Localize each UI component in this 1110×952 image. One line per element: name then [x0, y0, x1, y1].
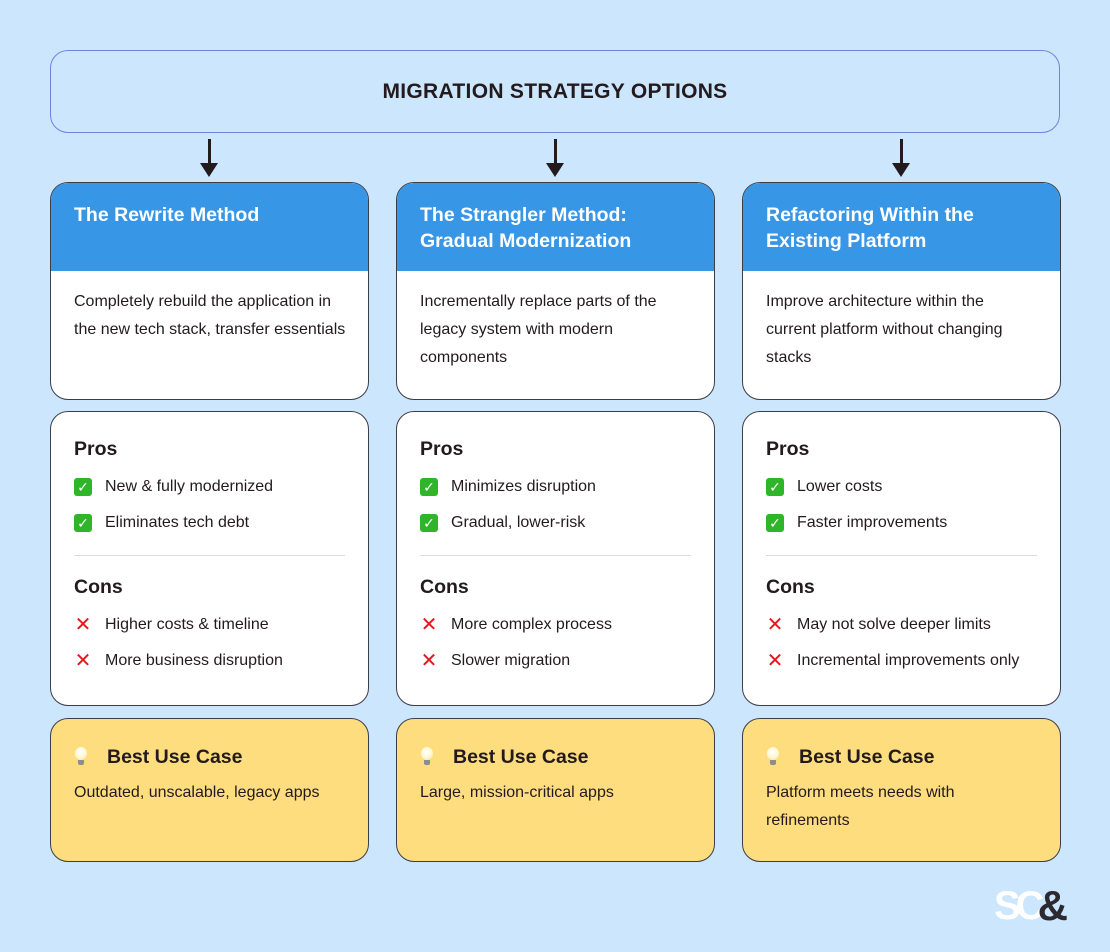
cross-mark-icon: ✕	[74, 650, 92, 672]
pros-heading: Pros	[74, 438, 118, 460]
check-mark-icon: ✓	[766, 514, 784, 532]
con-item: ✕ More business disruption	[74, 643, 345, 679]
best-use-case-text: Outdated, unscalable, legacy apps	[74, 784, 320, 801]
method-header: The Rewrite Method	[51, 183, 368, 271]
divider	[766, 555, 1037, 556]
method-card: Refactoring Within the Existing Platform…	[742, 182, 1061, 400]
check-mark-icon: ✓	[74, 478, 92, 496]
divider	[74, 555, 345, 556]
pro-item: ✓ Faster improvements	[766, 505, 1037, 541]
title-box: MIGRATION STRATEGY OPTIONS	[50, 50, 1060, 133]
cross-mark-icon: ✕	[420, 650, 438, 672]
logo-text: SC	[994, 884, 1045, 928]
con-item: ✕ Slower migration	[420, 643, 691, 679]
con-item: ✕ Incremental improvements only	[766, 643, 1037, 679]
pro-text: Eliminates tech debt	[105, 514, 250, 531]
light-bulb-icon	[766, 746, 780, 768]
pros-heading: Pros	[420, 438, 464, 460]
arrow-down-icon	[545, 139, 565, 177]
method-card: The Strangler Method: Gradual Modernizat…	[396, 182, 715, 400]
light-bulb-icon	[420, 746, 434, 768]
method-description: Incrementally replace parts of the legac…	[420, 293, 657, 366]
pros-cons-card: Pros ✓ Lower costs ✓ Faster improvements…	[742, 411, 1061, 706]
con-text: Incremental improvements only	[797, 652, 1020, 669]
check-mark-icon: ✓	[766, 478, 784, 496]
con-text: Slower migration	[451, 652, 571, 669]
cons-heading: Cons	[74, 576, 123, 598]
arrow-down-icon	[199, 139, 219, 177]
light-bulb-icon	[74, 746, 88, 768]
pros-cons-card: Pros ✓ New & fully modernized ✓ Eliminat…	[50, 411, 369, 706]
pro-item: ✓ Lower costs	[766, 469, 1037, 505]
best-use-case-label: Best Use Case	[107, 745, 243, 768]
best-use-case-header: Best Use Case	[420, 743, 691, 771]
best-use-case-header: Best Use Case	[74, 743, 345, 771]
pro-item: ✓ New & fully modernized	[74, 469, 345, 505]
method-column-rewrite: The Rewrite Method Completely rebuild th…	[50, 182, 369, 862]
pro-item: ✓ Minimizes disruption	[420, 469, 691, 505]
con-item: ✕ Higher costs & timeline	[74, 607, 345, 643]
method-description: Completely rebuild the application in th…	[74, 293, 346, 338]
pro-text: Minimizes disruption	[451, 478, 596, 495]
cons-heading: Cons	[420, 576, 469, 598]
cross-mark-icon: ✕	[420, 614, 438, 636]
check-mark-icon: ✓	[74, 514, 92, 532]
con-text: May not solve deeper limits	[797, 616, 991, 633]
brand-logo: SC &	[994, 882, 1086, 929]
con-item: ✕ More complex process	[420, 607, 691, 643]
cross-mark-icon: ✕	[766, 614, 784, 636]
best-use-case-card: Best Use Case Platform meets needs with …	[742, 718, 1061, 862]
pro-text: Lower costs	[797, 478, 883, 495]
pro-text: Gradual, lower-risk	[451, 514, 586, 531]
pros-heading: Pros	[766, 438, 810, 460]
pro-item: ✓ Eliminates tech debt	[74, 505, 345, 541]
best-use-case-card: Best Use Case Large, mission-critical ap…	[396, 718, 715, 862]
check-mark-icon: ✓	[420, 478, 438, 496]
logo-ampersand: &	[1037, 882, 1068, 929]
cons-heading: Cons	[766, 576, 815, 598]
method-column-strangler: The Strangler Method: Gradual Modernizat…	[396, 182, 715, 862]
method-header: Refactoring Within the Existing Platform	[743, 183, 1060, 271]
con-item: ✕ May not solve deeper limits	[766, 607, 1037, 643]
method-name: The Rewrite Method	[74, 204, 260, 226]
con-text: More business disruption	[105, 652, 283, 669]
method-description: Improve architecture within the current …	[766, 293, 1003, 366]
con-text: More complex process	[451, 616, 612, 633]
best-use-case-card: Best Use Case Outdated, unscalable, lega…	[50, 718, 369, 862]
method-column-refactoring: Refactoring Within the Existing Platform…	[742, 182, 1061, 862]
best-use-case-text: Platform meets needs with refinements	[766, 784, 955, 829]
pro-text: Faster improvements	[797, 514, 948, 531]
method-card: The Rewrite Method Completely rebuild th…	[50, 182, 369, 400]
best-use-case-label: Best Use Case	[799, 745, 935, 768]
check-mark-icon: ✓	[420, 514, 438, 532]
diagram-title: MIGRATION STRATEGY OPTIONS	[382, 79, 728, 103]
best-use-case-label: Best Use Case	[453, 745, 589, 768]
method-name: The Strangler Method: Gradual Modernizat…	[420, 204, 632, 252]
pro-text: New & fully modernized	[105, 478, 274, 495]
best-use-case-text: Large, mission-critical apps	[420, 784, 614, 801]
divider	[420, 555, 691, 556]
method-header: The Strangler Method: Gradual Modernizat…	[397, 183, 714, 271]
cross-mark-icon: ✕	[766, 650, 784, 672]
pros-cons-card: Pros ✓ Minimizes disruption ✓ Gradual, l…	[396, 411, 715, 706]
best-use-case-header: Best Use Case	[766, 743, 1037, 771]
pro-item: ✓ Gradual, lower-risk	[420, 505, 691, 541]
cross-mark-icon: ✕	[74, 614, 92, 636]
method-name: Refactoring Within the Existing Platform	[766, 204, 974, 252]
arrow-down-icon	[891, 139, 911, 177]
con-text: Higher costs & timeline	[105, 616, 269, 633]
